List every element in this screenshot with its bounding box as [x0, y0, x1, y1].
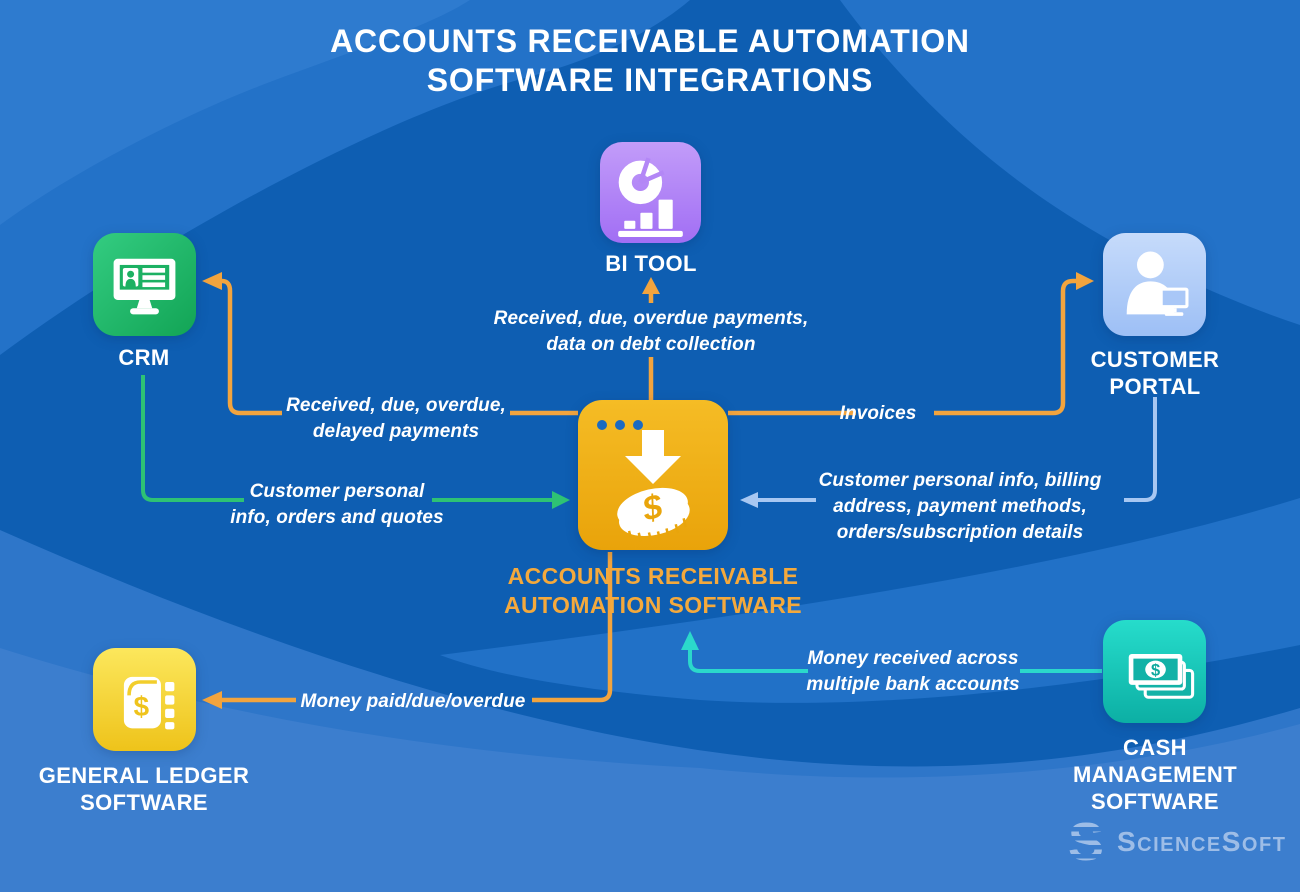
donut-chart-glyph — [618, 157, 665, 205]
arrow-portal-to-ar — [758, 397, 1157, 502]
crm-monitor-icon — [93, 233, 196, 336]
arrow-cash-to-ar — [688, 650, 1102, 673]
cash-management-tile: $ — [1103, 620, 1206, 723]
arrowhead-bi — [642, 277, 660, 294]
arrow-ar-to-crm — [221, 278, 578, 416]
arrowhead-gl — [202, 691, 222, 709]
customer-portal-icon — [1103, 233, 1206, 336]
customer-portal-tile — [1103, 233, 1206, 336]
flow-label-portal-to-ar: Customer personal info, billing address,… — [818, 470, 1102, 543]
crm-label: CRM — [118, 345, 170, 370]
arrowhead-crm — [202, 272, 222, 290]
general-ledger-label: GENERAL LEDGER SOFTWARE — [38, 763, 250, 815]
dollar-coin-glyph: $ — [617, 487, 690, 542]
arrowhead-ar-left — [552, 491, 570, 509]
window-dots — [597, 420, 643, 430]
ledger-book-glyph: $ — [123, 676, 175, 730]
ledger-book-icon: $ — [93, 648, 196, 751]
flow-label-ar-to-crm: Received, due, overdue, delayed payments — [286, 395, 506, 442]
sciencesoft-logo-icon: S — [1064, 818, 1108, 866]
cash-management-label: CASH MANAGEMENT SOFTWARE — [1072, 735, 1238, 814]
svg-text:S: S — [1068, 818, 1104, 866]
banknotes-glyph: $ — [1128, 653, 1195, 699]
sciencesoft-logo-text: ScienceSoft — [1117, 826, 1287, 857]
download-arrow-glyph — [625, 430, 681, 484]
monitor-contact-glyph — [113, 258, 176, 315]
person-with-monitor-glyph — [1126, 251, 1189, 316]
bar-chart-glyph — [618, 199, 683, 237]
customer-portal-label: CUSTOMER PORTAL — [1090, 347, 1220, 399]
ar-software-label: ACCOUNTS RECEIVABLE AUTOMATION SOFTWARE — [503, 563, 803, 618]
svg-text:$: $ — [134, 691, 150, 722]
arrow-ar-to-gl — [222, 552, 613, 703]
ar-automation-icon: $ — [578, 400, 728, 550]
crm-tile — [93, 233, 196, 336]
arrowhead-ar-right — [740, 492, 758, 508]
flow-label-ar-to-gl: Money paid/due/overdue — [300, 691, 526, 712]
svg-text:$: $ — [1151, 662, 1160, 680]
flow-label-ar-to-portal: Invoices — [839, 403, 917, 424]
page-title: ACCOUNTS RECEIVABLE AUTOMATION SOFTWARE … — [330, 23, 970, 98]
arrowhead-portal — [1076, 272, 1094, 290]
cash-banknotes-icon: $ — [1103, 620, 1206, 723]
arrowhead-ar-bottom — [681, 631, 699, 650]
bi-tool-tile — [600, 142, 701, 243]
general-ledger-tile: $ — [93, 648, 196, 751]
flow-label-cash-to-ar: Money received across multiple bank acco… — [806, 648, 1020, 695]
arrow-crm-to-ar — [141, 375, 552, 502]
ar-software-tile: $ — [578, 400, 728, 550]
arrow-ar-to-portal — [728, 278, 1076, 416]
bi-dashboard-icon — [600, 142, 701, 243]
flow-label-ar-to-bi: Received, due, overdue payments, data on… — [493, 308, 809, 355]
sciencesoft-logo: S ScienceSoft — [1064, 818, 1286, 866]
bi-tool-label: BI TOOL — [605, 251, 697, 276]
flow-label-crm-to-ar: Customer personal info, orders and quote… — [230, 481, 444, 528]
